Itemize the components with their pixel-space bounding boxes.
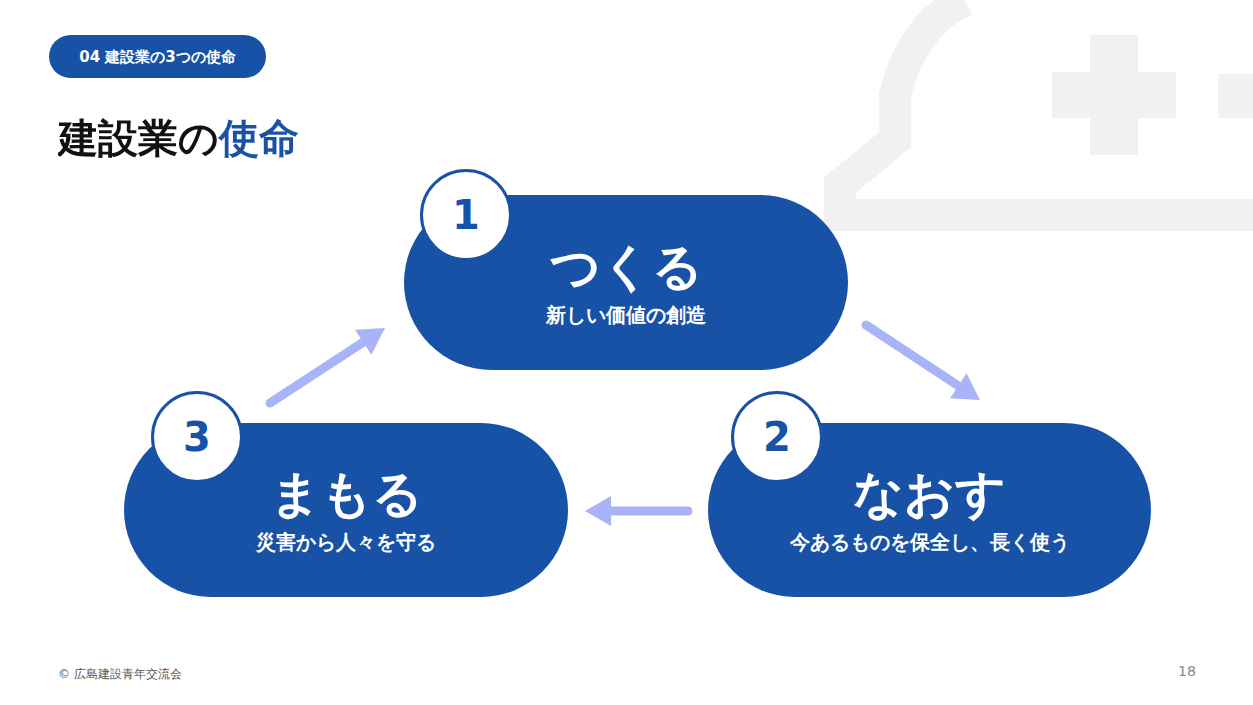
- mission-description: 今あるものを保全し、長く使う: [790, 528, 1070, 556]
- mission-name: なおす: [853, 464, 1006, 524]
- mission-name: まもる: [270, 464, 423, 524]
- step-number: 3: [183, 413, 211, 461]
- step-number: 2: [763, 413, 791, 461]
- copyright-footer: © 広島建設青年交流会: [58, 666, 182, 682]
- circle-shape: [733, 393, 822, 482]
- step-number-circle: 2: [731, 391, 823, 483]
- mission-pill: つくる新しい価値の創造1: [404, 195, 848, 370]
- helmet-outline: [840, 0, 1253, 215]
- arrow-head: [585, 496, 611, 526]
- mission-pill: まもる災害から人々を守る3: [124, 423, 568, 597]
- cycle-arrow: [270, 328, 385, 403]
- section-tag: 04 建設業の3つの使命: [49, 35, 266, 78]
- cycle-arrow: [585, 496, 688, 526]
- arrow-head: [950, 373, 980, 400]
- helmet-square: [1218, 74, 1253, 118]
- arrow-head: [355, 328, 385, 355]
- cycle-arrow: [866, 325, 980, 400]
- cross-horizontal: [1052, 72, 1176, 118]
- step-number: 1: [452, 191, 480, 239]
- step-number-circle: 1: [420, 169, 512, 261]
- step-number-circle: 3: [151, 391, 243, 483]
- pill-shape: [49, 35, 266, 78]
- mission-description: 災害から人々を守る: [256, 528, 436, 556]
- circle-shape: [422, 171, 511, 260]
- tag-text: 04 建設業の3つの使命: [79, 47, 236, 67]
- slide-title: 建設業の使命: [58, 112, 299, 164]
- arrow-shaft: [866, 325, 962, 388]
- mission-name: つくる: [550, 237, 703, 297]
- circle-shape: [153, 393, 242, 482]
- arrow-shaft: [270, 340, 367, 403]
- arrow-shaft: [607, 507, 688, 516]
- mission-description: 新しい価値の創造: [546, 301, 706, 329]
- page-number: 18: [1178, 662, 1196, 680]
- mission-pill: なおす今あるものを保全し、長く使う2: [708, 423, 1151, 597]
